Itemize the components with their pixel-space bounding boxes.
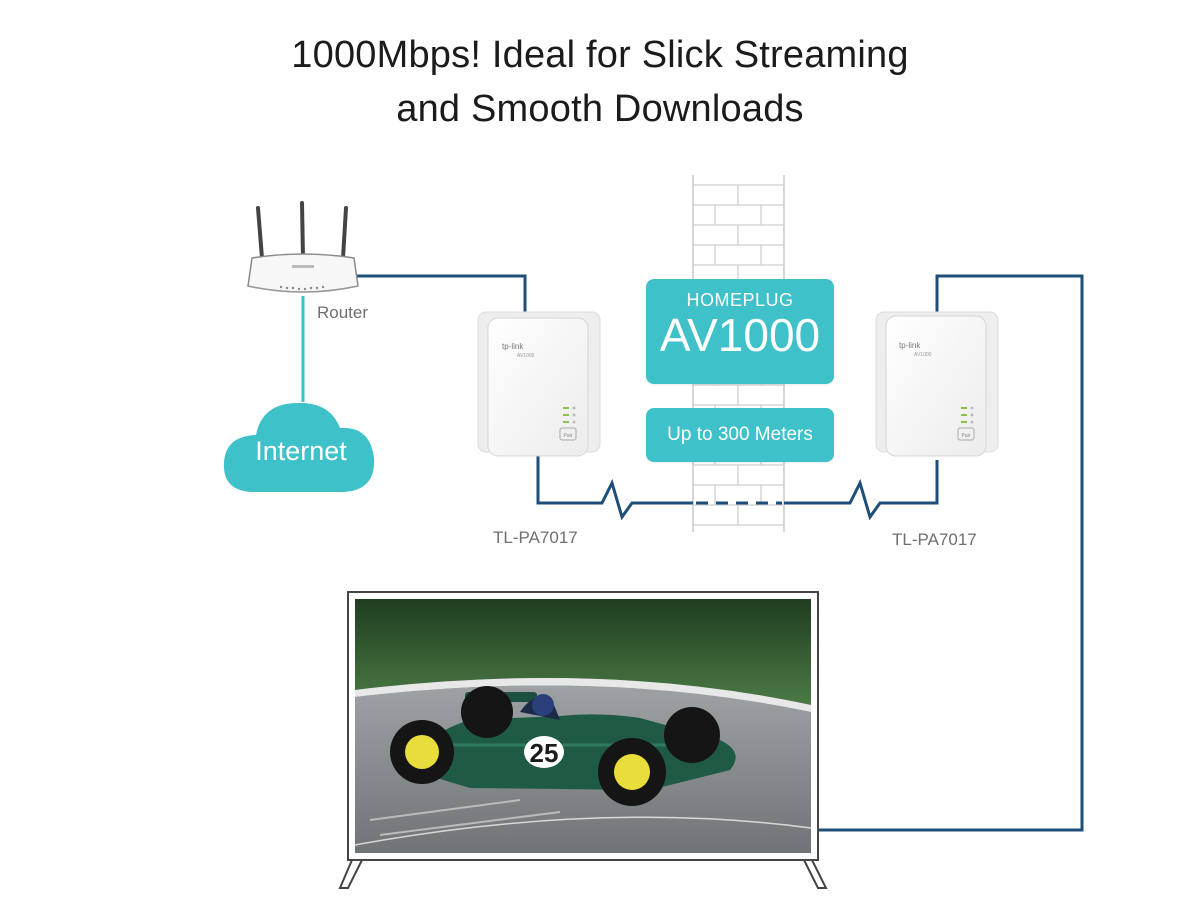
- brand-logo-left: tp-link: [502, 342, 524, 351]
- powerline-left: [536, 452, 693, 521]
- homeplug-label: HOMEPLUG: [686, 290, 794, 310]
- led-plc-icon: [563, 414, 569, 416]
- led-plc-icon: [961, 414, 967, 416]
- pair-button-label-left: Pair: [564, 433, 573, 439]
- led-power-icon: [961, 407, 967, 409]
- powerline-right: [784, 460, 939, 521]
- led-eth-icon: [563, 421, 569, 423]
- brand-logo-right: tp-link: [899, 341, 921, 350]
- internet-label: Internet: [255, 436, 347, 466]
- range-badge: Up to 300 Meters: [646, 408, 834, 462]
- cloud-icon: [223, 402, 375, 492]
- driver-helmet: [532, 694, 554, 716]
- led-power-icon: [563, 407, 569, 409]
- adapter-sub-left: AV1000: [517, 353, 535, 359]
- powerline-adapter-left: tp-link AV1000 Pair: [477, 311, 601, 457]
- tv-icon: [338, 591, 828, 889]
- car-number: 25: [530, 738, 559, 768]
- title-line-1: 1000Mbps! Ideal for Slick Streaming: [291, 34, 909, 76]
- title-line-2: and Smooth Downloads: [396, 88, 804, 130]
- router-label: Router: [317, 303, 369, 322]
- ethernet-cable-router: [356, 274, 527, 312]
- led-eth-icon: [961, 421, 967, 423]
- pair-button-right: [957, 427, 975, 441]
- page-title: 1000Mbps! Ideal for Slick Streaming and …: [0, 28, 1200, 136]
- router-icon: [247, 201, 359, 293]
- homeplug-standard: AV1000: [659, 309, 821, 361]
- homeplug-badge: HOMEPLUG AV1000: [646, 279, 834, 384]
- powerline-adapter-right: tp-link AV1000 Pair: [875, 311, 999, 457]
- model-label-left: TL-PA7017: [493, 528, 578, 547]
- ethernet-cable-tv: [818, 274, 1084, 832]
- cables: [301, 274, 1084, 832]
- race-car-photo: [354, 599, 812, 853]
- pair-button-label-right: Pair: [962, 433, 971, 439]
- adapter-sub-right: AV1000: [914, 352, 932, 358]
- pair-button-left: [559, 427, 577, 441]
- model-label-right: TL-PA7017: [892, 530, 977, 549]
